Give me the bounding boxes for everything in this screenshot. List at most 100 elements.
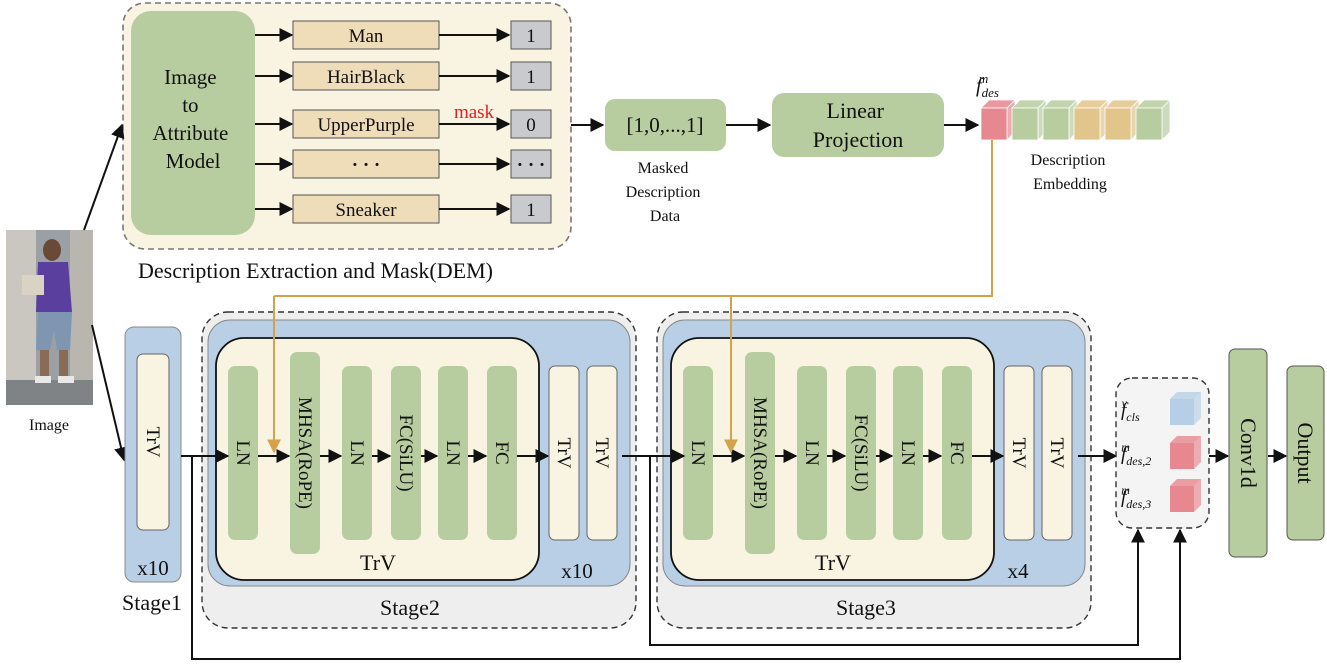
layer-block — [228, 366, 258, 540]
output-label: Output — [1293, 422, 1318, 483]
attribute-value: 0 — [526, 115, 536, 136]
attribute-label: · · · — [352, 155, 381, 176]
stage2-layers: LN MHSA(RoPE) LN FC(SiLU) LN FC TrV TrV — [228, 352, 618, 554]
layer-block — [893, 366, 923, 540]
model-line-1: Image — [164, 65, 216, 89]
conv1d-label: Conv1d — [1236, 418, 1261, 488]
input-image-label: Image — [29, 417, 69, 434]
masked-caption-line-3: Data — [650, 208, 680, 225]
attribute-model-box — [131, 11, 255, 235]
embedding-cube — [1073, 99, 1109, 141]
trv-block — [586, 365, 618, 541]
layer-block — [487, 366, 517, 540]
embedding-cube — [1011, 99, 1047, 141]
layer-block — [342, 366, 372, 540]
attribute-label: Man — [349, 26, 384, 47]
trv-label: TrV — [591, 438, 612, 469]
feature-cube — [1170, 479, 1201, 512]
attribute-label: HairBlack — [327, 67, 406, 88]
masked-caption-line-2: Description — [626, 184, 701, 201]
embedding-cube — [1104, 99, 1140, 141]
embedding-cube — [980, 99, 1016, 141]
masked-caption: Masked Description Data — [626, 160, 705, 225]
attribute-box — [292, 109, 440, 139]
layer-label: LN — [801, 440, 822, 466]
stage2-repeat: x10 — [561, 559, 593, 583]
layer-block — [438, 366, 468, 540]
attribute-label: UpperPurple — [317, 115, 414, 136]
stage3-layers: LN MHSA(RoPE) LN FC(SiLU) LN FC TrV TrV — [683, 352, 1073, 554]
embedding-cube — [1042, 99, 1078, 141]
person-image — [6, 230, 93, 405]
feature-cube — [1170, 436, 1201, 469]
layer-label: LN — [687, 440, 708, 466]
layer-label: FC(SiLU) — [395, 414, 416, 491]
trv-block — [1003, 365, 1035, 541]
stage1-label: Stage1 — [122, 590, 182, 615]
attribute-value: · · · — [517, 155, 546, 176]
layer-label: MHSA(RoPE) — [749, 397, 770, 509]
layer-label: FC — [946, 441, 967, 464]
attribute-value: 1 — [526, 200, 536, 221]
masked-vector-label: [1,0,...,1] — [627, 113, 704, 137]
stage1-trv-label: TrV — [142, 427, 163, 458]
stage2-skip-connection — [649, 456, 1145, 646]
conv1d-box — [1228, 348, 1268, 558]
stage1-skip-connection — [191, 456, 1187, 660]
model-line-3: Attribute — [152, 121, 228, 145]
stage3-trv-label: TrV — [815, 550, 851, 575]
layer-block — [942, 366, 972, 540]
embedding-caption-line-1: Description — [1031, 152, 1106, 169]
stage1-repeat: x10 — [137, 556, 169, 580]
layer-label: LN — [442, 440, 463, 466]
embedding-symbol: fdesm — [976, 71, 999, 100]
attribute-value-box — [510, 61, 552, 91]
layer-label: FC(SiLU) — [850, 414, 871, 491]
projection-line-1: Linear — [827, 98, 885, 123]
stage3-label: Stage3 — [836, 595, 896, 620]
masked-caption-line-1: Masked — [638, 160, 689, 177]
embedding-cube — [1135, 99, 1171, 141]
image-to-stage1-arrow — [91, 324, 128, 462]
model-line-4: Model — [166, 149, 221, 173]
stage2-trv-label: TrV — [360, 550, 396, 575]
stage1-trv-block — [136, 353, 170, 531]
model-line-2: to — [182, 93, 198, 117]
attribute-model-label: Image to Attribute Model — [152, 65, 233, 173]
linear-projection-label: Linear Projection — [813, 98, 903, 152]
layer-block — [391, 366, 421, 540]
feature-symbol: fdes,2m — [1121, 440, 1151, 468]
feature-symbol: fdes,3m — [1121, 483, 1151, 511]
layer-label: LN — [346, 440, 367, 466]
attribute-value-box — [510, 194, 552, 224]
layer-block — [846, 366, 876, 540]
layer-label: LN — [897, 440, 918, 466]
linear-projection-box — [772, 93, 944, 157]
image-to-dem-arrow — [83, 123, 125, 231]
embedding-token-cubes — [980, 99, 1171, 141]
trv-label: TrV — [1046, 438, 1067, 469]
attribute-box — [292, 194, 440, 224]
trv-label: TrV — [1008, 438, 1029, 469]
layer-block — [745, 352, 775, 554]
attribute-value-box — [510, 109, 552, 139]
feature-cube — [1170, 392, 1201, 425]
embedding-injection-path — [274, 140, 993, 297]
layer-label: MHSA(RoPE) — [294, 397, 315, 509]
attribute-value: 1 — [526, 26, 536, 47]
dem-title: Description Extraction and Mask(DEM) — [138, 258, 493, 283]
attribute-box — [292, 20, 440, 50]
embedding-caption-line-2: Embedding — [1033, 176, 1107, 193]
output-box — [1286, 365, 1325, 541]
trv-label: TrV — [553, 438, 574, 469]
masked-vector-box — [605, 99, 726, 151]
projection-line-2: Projection — [813, 127, 903, 152]
layer-label: LN — [232, 440, 253, 466]
layer-label: FC — [491, 441, 512, 464]
mask-label: mask — [454, 102, 495, 123]
stage3-repeat: x4 — [1008, 559, 1030, 583]
attribute-value-box — [510, 149, 552, 179]
